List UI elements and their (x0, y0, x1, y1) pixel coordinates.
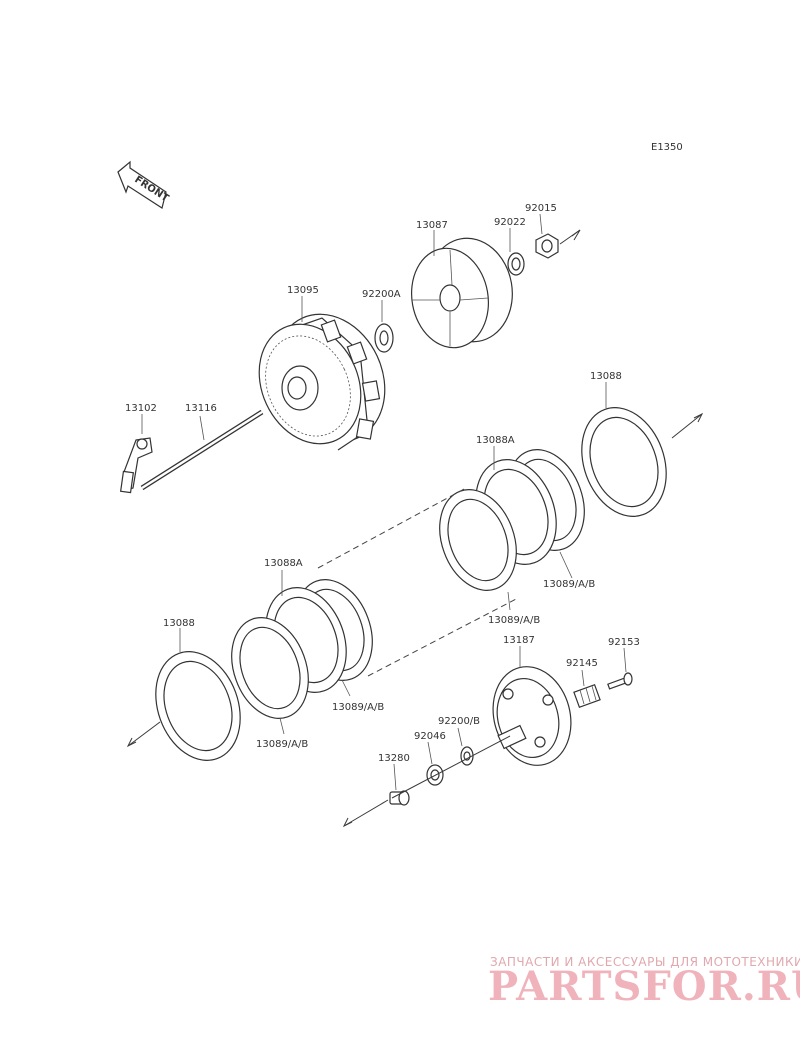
label-13087: 13087 (416, 220, 448, 231)
label-92153: 92153 (608, 637, 640, 648)
part-92145-spring (573, 683, 601, 709)
part-13102-lever (119, 437, 153, 494)
label-13088-left: 13088 (163, 618, 195, 629)
label-13089-top-b: 13089/A/B (488, 615, 540, 626)
label-13280: 13280 (378, 753, 410, 764)
watermark-brand: PARTSFOR.RU (488, 963, 800, 1010)
part-13089-steel-plate-bottom (231, 617, 309, 719)
part-92015-nut (535, 233, 559, 259)
label-13089-top-a: 13089/A/B (543, 579, 595, 590)
label-13116: 13116 (185, 403, 217, 414)
part-13095-clutch-housing (258, 313, 386, 451)
label-92145: 92145 (566, 658, 598, 669)
part-92022-washer (507, 252, 525, 276)
front-arrow: FRONT (117, 160, 171, 209)
part-13187-pressure-plate (492, 666, 572, 766)
label-13088A-top: 13088A (476, 435, 515, 446)
label-92015: 92015 (525, 203, 557, 214)
part-13087-clutch-hub (410, 237, 513, 349)
label-92200B: 92200/B (438, 716, 480, 727)
part-92153-bolt (607, 672, 633, 690)
label-92046: 92046 (414, 731, 446, 742)
part-13088-plate-top (581, 407, 667, 517)
part-13089-steel-plate-second (439, 489, 517, 591)
label-92022: 92022 (494, 217, 526, 228)
label-13187: 13187 (503, 635, 535, 646)
label-13088A-mid: 13088A (264, 558, 303, 569)
part-92200A-washer (374, 323, 394, 353)
label-13089-bottom: 13089/A/B (256, 739, 308, 750)
label-13102: 13102 (125, 403, 157, 414)
watermark-tagline: ЗАПЧАСТИ И АКСЕССУАРЫ ДЛЯ МОТОТЕХНИКИ (490, 955, 800, 969)
diagram-code: E1350 (651, 142, 683, 153)
label-13089-mid: 13089/A/B (332, 702, 384, 713)
part-13280-spacer (389, 790, 410, 806)
part-13116-push-rod (140, 409, 264, 491)
label-13088-top: 13088 (590, 371, 622, 382)
label-13095: 13095 (287, 285, 319, 296)
label-92200A: 92200A (362, 289, 401, 300)
part-13088-plate-left (155, 651, 241, 761)
